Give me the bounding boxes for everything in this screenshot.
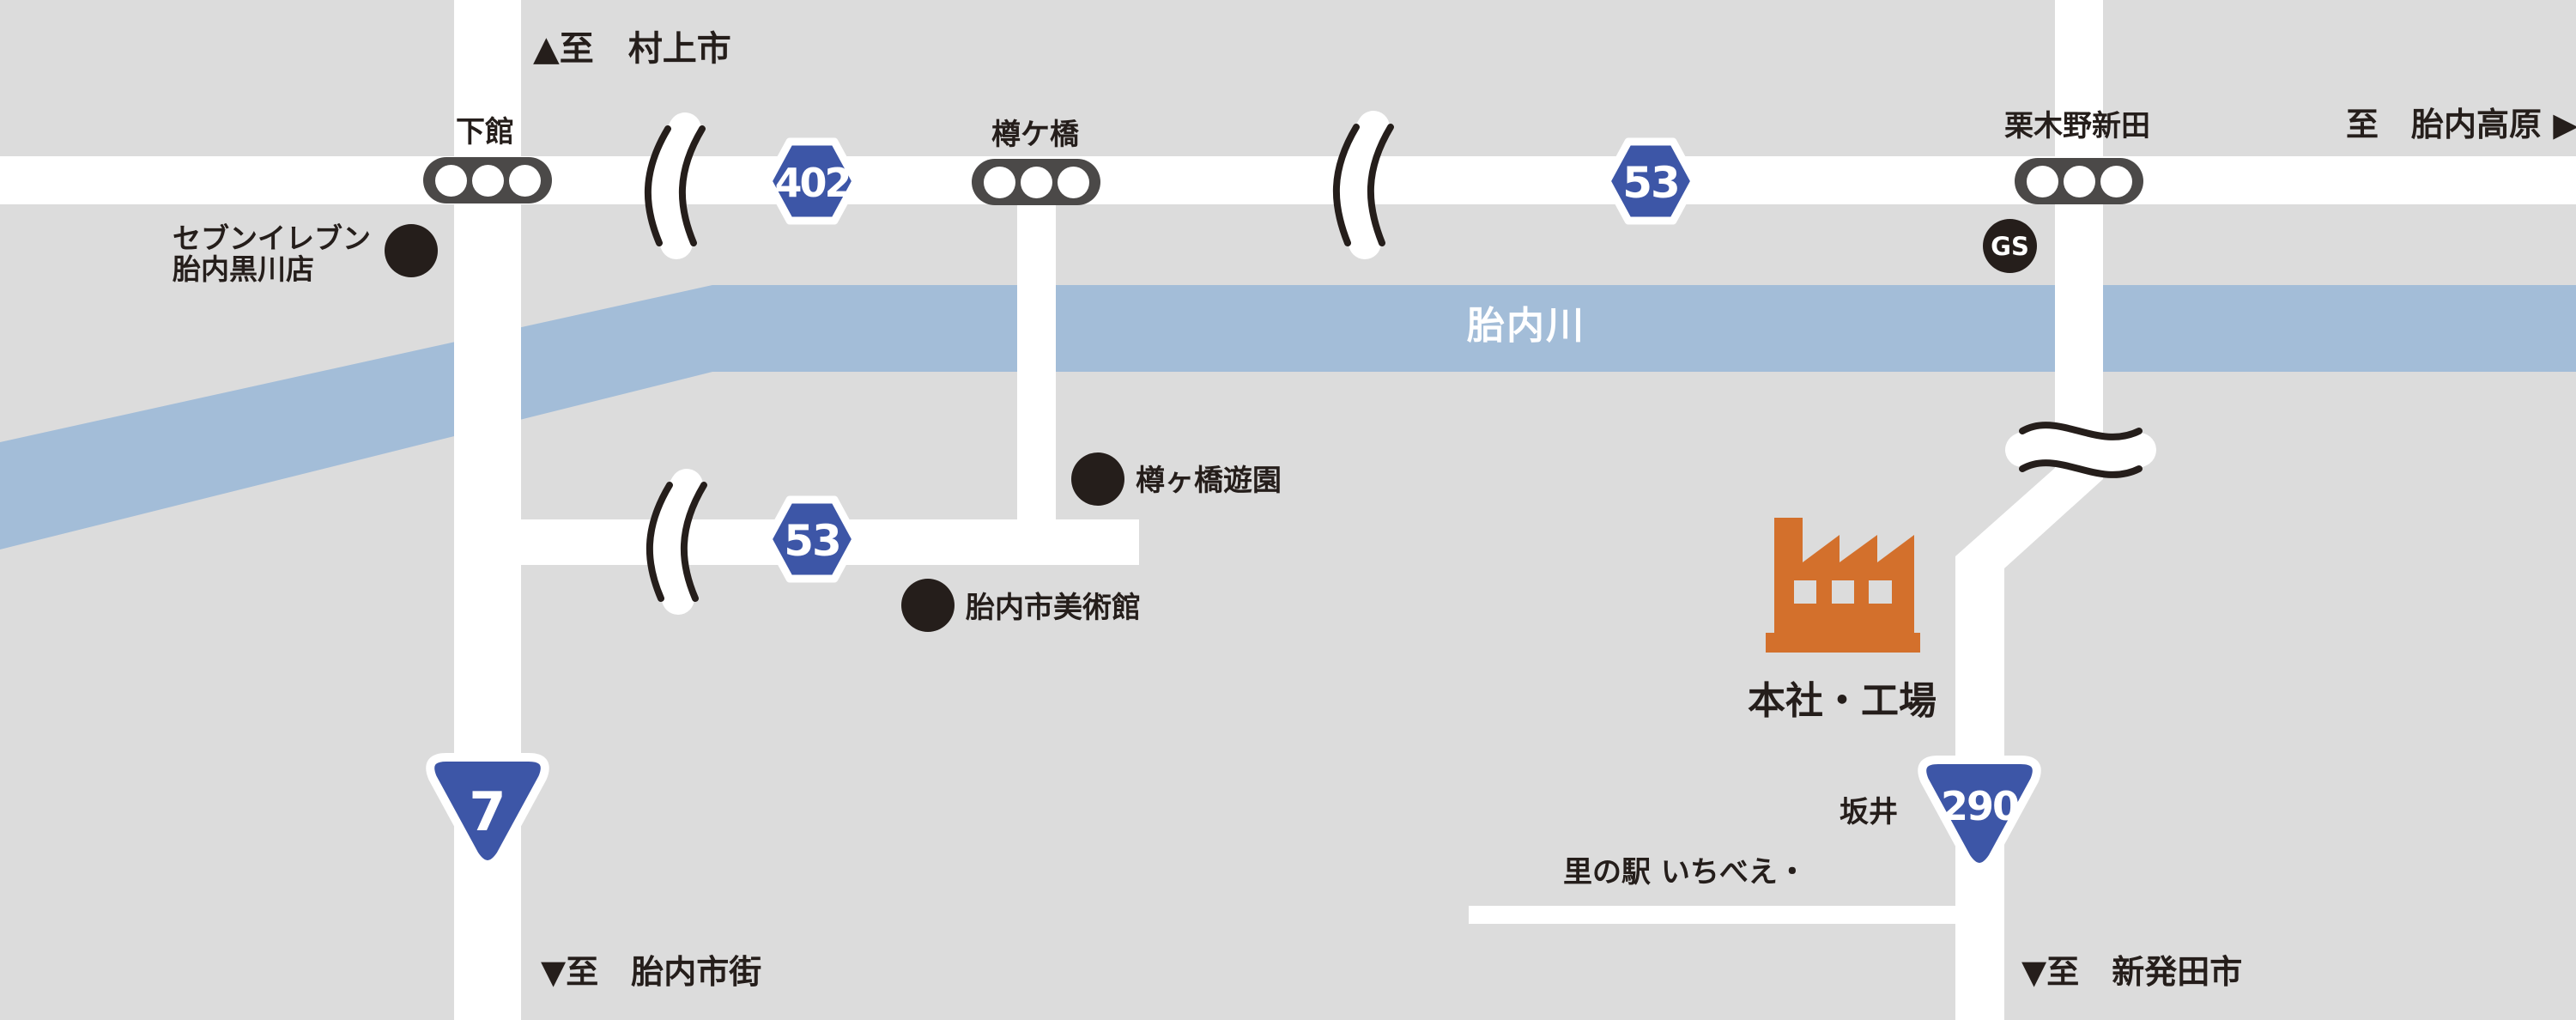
traffic-signal-kurikino — [2015, 158, 2143, 204]
signal-lamp — [471, 164, 504, 197]
label-sakai: 坂井 — [1840, 795, 1898, 829]
signal-lamp — [1020, 166, 1052, 198]
break2-line-right — [1367, 124, 1394, 246]
traffic-signal-tarugahashi — [972, 159, 1100, 205]
signal-lamp — [2100, 165, 2132, 197]
route-shield-53-mid-number: 53 — [784, 516, 840, 566]
signal-lamp — [983, 166, 1015, 198]
signal-lamp — [2026, 165, 2058, 197]
label-to-shibata: ▼至 新発田市 — [2021, 953, 2243, 991]
route-shield-290-icon: 290 — [1918, 756, 2041, 871]
break3-line-left — [646, 482, 673, 602]
signal-lamp — [508, 164, 541, 197]
route-shield-53-main-number: 53 — [1622, 158, 1679, 208]
road-bottom-horizontal — [1469, 906, 1984, 924]
poi-dot-seven-eleven — [385, 224, 438, 277]
gas-station-marker: GS — [1983, 219, 2037, 273]
label-sato-no-eki-ichibee: 里の駅 いちべえ・ — [1563, 855, 1807, 889]
label-seven-eleven-line2: 胎内黒川店 — [173, 252, 314, 286]
label-tainai-museum: 胎内市美術館 — [966, 591, 1141, 625]
signal-lamp — [1057, 166, 1089, 198]
break2-line-left — [1332, 124, 1360, 246]
label-head-office-factory: 本社・工場 — [1748, 679, 1937, 723]
gas-station-label: GS — [1991, 231, 2029, 261]
signal-lamp — [2063, 165, 2095, 197]
signal-lamp — [434, 164, 467, 197]
break1-gap — [648, 112, 701, 259]
label-tarugahashi: 樽ケ橋 — [991, 118, 1079, 152]
road-break-marks — [644, 111, 2156, 615]
break2-gap — [1336, 111, 1390, 259]
poi-dot-tarugahashi-yuen — [1071, 452, 1124, 506]
route-shield-290-number: 290 — [1941, 783, 2018, 829]
route-shield-7-number: 7 — [469, 780, 506, 843]
break3-line-right — [680, 482, 707, 602]
route-shield-7-icon: 7 — [426, 753, 549, 869]
label-kurikino-shinden: 栗木野新田 — [2004, 109, 2150, 143]
break1-line-left — [644, 125, 671, 246]
break4-line-bottom — [2019, 459, 2143, 478]
break1-line-right — [678, 125, 706, 246]
label-to-murakami: ▲至 村上市 — [533, 29, 731, 69]
factory-icon — [1766, 518, 1920, 653]
label-shimodate: 下館 — [456, 115, 514, 149]
route-shield-53-mid-icon: 53 — [764, 495, 860, 583]
road-tarugahashi-vertical — [1017, 156, 1056, 565]
label-tarugahashi-yuen: 樽ヶ橋遊園 — [1136, 464, 1282, 498]
route-shield-53-main-icon: 53 — [1603, 137, 1699, 225]
river-name-label: 胎内川 — [1467, 304, 1585, 348]
label-to-tainai-shigai: ▼至 胎内市街 — [541, 953, 762, 991]
break3-gap — [650, 469, 703, 615]
route-shield-402-number: 402 — [774, 160, 849, 206]
label-to-tainai-kogen: 至 胎内高原 ▶ — [2346, 106, 2576, 143]
traffic-signal-shimodate — [423, 157, 552, 203]
river-band — [0, 285, 2576, 549]
poi-dot-tainai-museum — [901, 579, 955, 632]
label-seven-eleven-line1: セブンイレブン — [173, 222, 371, 255]
break4-gap — [2005, 427, 2156, 473]
break4-line-top — [2019, 422, 2143, 440]
road-main-horizontal — [0, 156, 2576, 204]
route-shield-402-icon: 402 — [764, 137, 860, 225]
